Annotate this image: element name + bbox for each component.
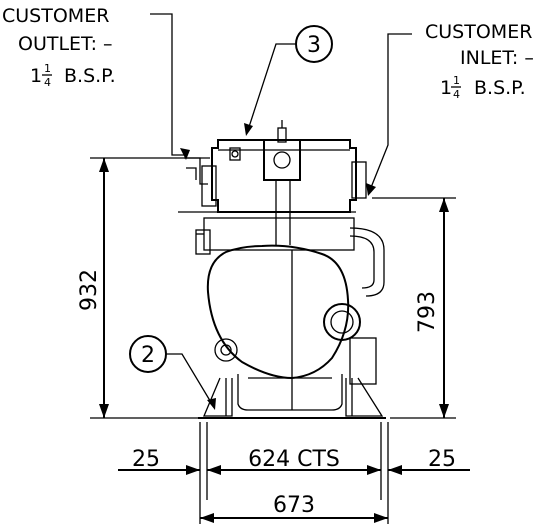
inlet-size-rest: B.S.P. (474, 77, 526, 99)
inlet-size-number: 1 (440, 77, 452, 99)
customer-outlet-label: CUSTOMER OUTLET: – 1 1 4 B.S.P. (2, 5, 116, 89)
dimension-overall-width: 673 (200, 493, 388, 523)
outlet-fraction-bottom: 4 (44, 76, 51, 89)
balloon-3: 3 (295, 25, 333, 63)
dim-right-25-label: 25 (428, 447, 456, 472)
inlet-line1: CUSTOMER (425, 21, 532, 43)
balloon-2-leader (166, 353, 213, 405)
customer-inlet-label: CUSTOMER INLET: – 1 1 4 B.S.P. (425, 21, 534, 101)
engine-outline (178, 120, 386, 419)
inlet-leader-line (369, 33, 412, 191)
inlet-line2: INLET: – (460, 47, 534, 69)
dim-932-label: 932 (77, 269, 102, 311)
outlet-line2: OUTLET: – (18, 33, 113, 55)
outlet-leader-line (150, 13, 184, 156)
dimension-overall-height: 932 (77, 157, 210, 419)
balloon-3-leader (247, 43, 296, 131)
dim-624-cts-label: 624 CTS (248, 447, 340, 472)
width-extension-lines (199, 422, 389, 524)
dimension-row-centres: 25 624 CTS 25 (118, 447, 470, 475)
dim-left-25-label: 25 (132, 447, 160, 472)
dimension-inlet-height: 793 (372, 197, 456, 419)
inlet-fraction-bottom: 4 (453, 88, 460, 101)
dim-793-label: 793 (415, 291, 440, 333)
outlet-fraction-top: 1 (44, 62, 51, 75)
inlet-fraction-top: 1 (453, 74, 460, 87)
outlet-line1: CUSTOMER (2, 5, 109, 27)
balloon-2-number: 2 (141, 343, 155, 368)
outlet-size-rest: B.S.P. (64, 65, 116, 87)
balloon-2: 2 (129, 335, 167, 373)
outlet-size-number: 1 (30, 65, 42, 87)
dim-673-label: 673 (273, 493, 315, 518)
balloon-3-number: 3 (307, 33, 321, 58)
